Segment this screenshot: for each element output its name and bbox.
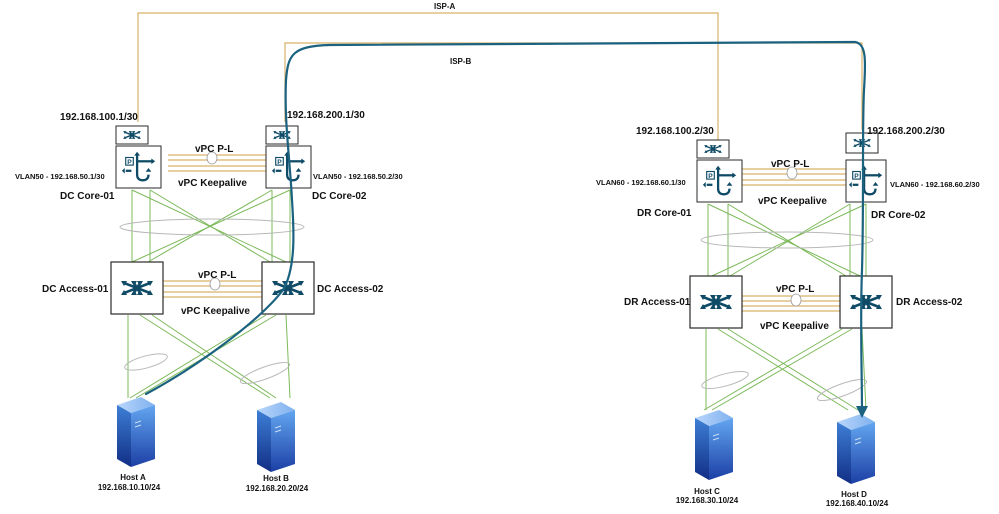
- host-d-name: Host D: [841, 490, 867, 499]
- dc-core-02-name: DC Core-02: [312, 191, 367, 202]
- dr-host-d-port-channel: [816, 378, 868, 402]
- dc-core-vpc-links: [168, 151, 266, 172]
- dc-host-b-port-channel: [239, 361, 291, 385]
- host-c-server[interactable]: [694, 409, 734, 481]
- dc-access-keepalive-label: vPC Keepalive: [181, 306, 250, 317]
- host-a-ip: 192.168.10.10/24: [98, 483, 161, 492]
- dc-core-01-name: DC Core-01: [60, 191, 115, 202]
- host-b-name: Host B: [263, 474, 289, 483]
- dc-access-peer-link-label: vPC P-L: [198, 270, 236, 281]
- dc-core-01-device[interactable]: [115, 125, 162, 189]
- dr-core-keepalive-label: vPC Keepalive: [758, 196, 827, 207]
- dc-host-a-port-channel: [124, 353, 168, 371]
- dc-core-02-vlan: VLAN50 - 192.168.50.2/30: [313, 172, 403, 181]
- dc-core-02-ip: 192.168.200.1/30: [287, 110, 365, 121]
- isp-b-label: ISP-B: [450, 57, 472, 66]
- dc-core-keepalive-label: vPC Keepalive: [178, 178, 247, 189]
- dc-access-02-name: DC Access-02: [317, 284, 384, 295]
- dr-access-peer-link-label: vPC P-L: [776, 284, 814, 295]
- dr-core-01-device[interactable]: [696, 139, 743, 203]
- host-b-ip: 192.168.20.20/24: [246, 484, 309, 493]
- dr-core-vpc-links: [741, 166, 846, 186]
- host-a-server[interactable]: [116, 396, 156, 468]
- dr-access-01-device[interactable]: [689, 275, 743, 329]
- host-a-name: Host A: [120, 473, 146, 482]
- dr-core-02-device[interactable]: [845, 132, 887, 203]
- dr-core-01-ip: 192.168.100.2/30: [636, 126, 714, 137]
- isp-b-link: [284, 42, 863, 130]
- dr-core-01-name: DR Core-01: [637, 208, 692, 219]
- dc-access-01-device[interactable]: [110, 261, 164, 315]
- isp-a-label: ISP-A: [434, 2, 456, 11]
- traffic-path: [144, 40, 868, 418]
- dc-core-port-channel: [119, 218, 305, 236]
- dr-core-port-channel: [700, 231, 874, 249]
- dr-core-02-name: DR Core-02: [871, 210, 926, 221]
- dc-core-01-vlan: VLAN50 - 192.168.50.1/30: [15, 172, 105, 181]
- dr-access-keepalive-label: vPC Keepalive: [760, 321, 829, 332]
- host-c-name: Host C: [694, 487, 720, 496]
- host-b-server[interactable]: [256, 401, 296, 473]
- dr-access-02-device[interactable]: [839, 275, 893, 329]
- dr-access-vpc-links: [742, 293, 840, 312]
- dr-access-01-name: DR Access-01: [624, 297, 691, 308]
- dc-core-01-ip: 192.168.100.1/30: [60, 112, 138, 123]
- dc-access-01-name: DC Access-01: [42, 284, 109, 295]
- host-c-ip: 192.168.30.10/24: [676, 496, 739, 505]
- dr-access-02-name: DR Access-02: [896, 297, 963, 308]
- dr-core-02-vlan: VLAN60 - 192.168.60.2/30: [890, 180, 980, 189]
- dc-access-vpc-links: [163, 277, 262, 298]
- dr-core-02-ip: 192.168.200.2/30: [867, 126, 945, 137]
- isp-a-link: [137, 12, 719, 144]
- host-d-ip: 192.168.40.10/24: [826, 499, 889, 508]
- dr-host-c-port-channel: [701, 371, 749, 389]
- dr-core-peer-link-label: vPC P-L: [771, 159, 809, 170]
- dc-core-peer-link-label: vPC P-L: [195, 144, 233, 155]
- dr-uplinks: [700, 203, 874, 411]
- dr-core-01-vlan: VLAN60 - 192.168.60.1/30: [596, 178, 686, 187]
- host-d-server[interactable]: [836, 413, 876, 485]
